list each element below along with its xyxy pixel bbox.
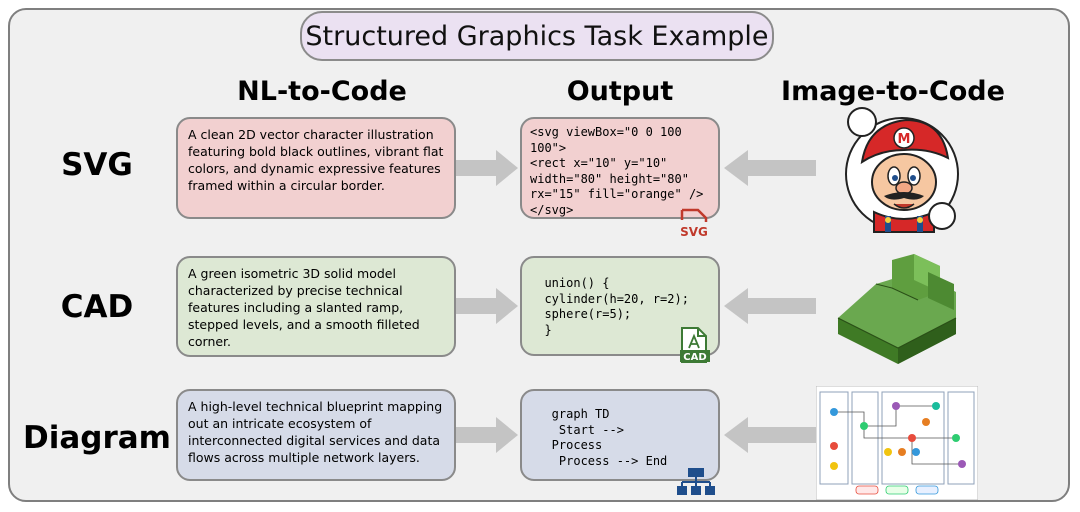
column-header-nl-to-code: NL-to-Code xyxy=(237,76,407,107)
code-box-diagram: graph TD Start --> Process Process --> E… xyxy=(520,389,720,481)
arrow-right-cad xyxy=(456,288,518,324)
hierarchy-icon xyxy=(677,468,715,495)
arrow-left-cad xyxy=(724,288,816,324)
svg-badge-label: SVG xyxy=(680,225,708,239)
arrow-right-diagram xyxy=(456,417,518,453)
column-header-image-to-code: Image-to-Code xyxy=(781,76,1005,107)
figure-title-text: Structured Graphics Task Example xyxy=(305,20,769,52)
svg-file-icon: SVG xyxy=(680,208,708,239)
description-box-svg: A clean 2D vector character illustration… xyxy=(176,117,456,219)
row-label-diagram: Diagram xyxy=(23,420,171,456)
arrow-left-svg xyxy=(724,150,816,186)
column-header-output: Output xyxy=(566,76,674,107)
cartoon-character-image: M xyxy=(845,107,959,233)
cad-badge-label: CAD xyxy=(683,352,706,363)
description-box-diagram: A high-level technical blueprint mapping… xyxy=(176,389,456,481)
figure-title: Structured Graphics Task Example xyxy=(300,11,774,61)
cad-model-image xyxy=(837,254,957,364)
blueprint-diagram-image xyxy=(816,386,978,500)
cad-file-icon: CAD xyxy=(680,327,710,363)
code-box-svg: <svg viewBox="0 0 100 100"> <rect x="10"… xyxy=(520,117,720,219)
svg-text:M: M xyxy=(898,132,911,147)
row-label-svg: SVG xyxy=(61,147,133,183)
arrow-right-svg xyxy=(456,150,518,186)
row-label-cad: CAD xyxy=(60,289,134,325)
arrow-left-diagram xyxy=(724,417,816,453)
description-box-cad: A green isometric 3D solid model charact… xyxy=(176,256,456,357)
